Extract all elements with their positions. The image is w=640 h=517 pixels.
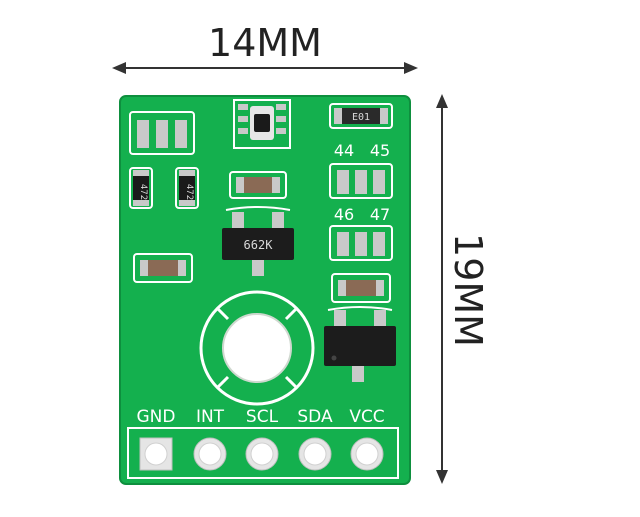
resistor-left: 472 (129, 167, 153, 209)
transistor-top: 662K (222, 206, 294, 276)
jumper-right-bottom (329, 225, 393, 261)
capacitor-center (229, 171, 287, 199)
resistor-left-label: 472 (138, 184, 148, 200)
capacitor-left (133, 253, 193, 283)
jumper-label-46: 46 (334, 205, 354, 224)
jumper-label-44: 44 (334, 141, 354, 160)
transistor-bottom (324, 306, 396, 382)
sensor-chip (233, 99, 291, 149)
cap-label: E01 (352, 112, 370, 123)
jumper-top-left (129, 111, 195, 155)
pin-label-gnd: GND (137, 407, 176, 427)
jumper-label-47: 47 (370, 205, 390, 224)
height-dimension: 19MM (436, 94, 490, 484)
pcb-board: E01 472 472 (119, 95, 411, 485)
pin-label-vcc: VCC (349, 407, 384, 427)
width-dimension: 14MM (112, 21, 418, 74)
mounting-hole (199, 290, 315, 406)
height-label: 19MM (446, 233, 490, 347)
pin-label-int: INT (196, 407, 225, 427)
jumper-label-45: 45 (370, 141, 390, 160)
capacitor-right (331, 273, 391, 303)
resistor-right-label: 472 (184, 184, 194, 200)
width-label: 14MM (208, 21, 322, 65)
jumper-labels-top: 44 45 (334, 141, 390, 160)
pin-labels: GND INT SCL SDA VCC (137, 407, 385, 427)
jumper-labels-bottom: 46 47 (334, 205, 390, 224)
resistor-right: 472 (175, 167, 199, 209)
pin-label-scl: SCL (246, 407, 279, 427)
pin-header (139, 437, 384, 471)
pin-label-sda: SDA (297, 407, 333, 427)
capacitor-top-right: E01 (329, 103, 393, 129)
jumper-right-top (329, 163, 393, 199)
pin-header-outline (127, 427, 399, 479)
transistor-label: 662K (244, 238, 274, 252)
